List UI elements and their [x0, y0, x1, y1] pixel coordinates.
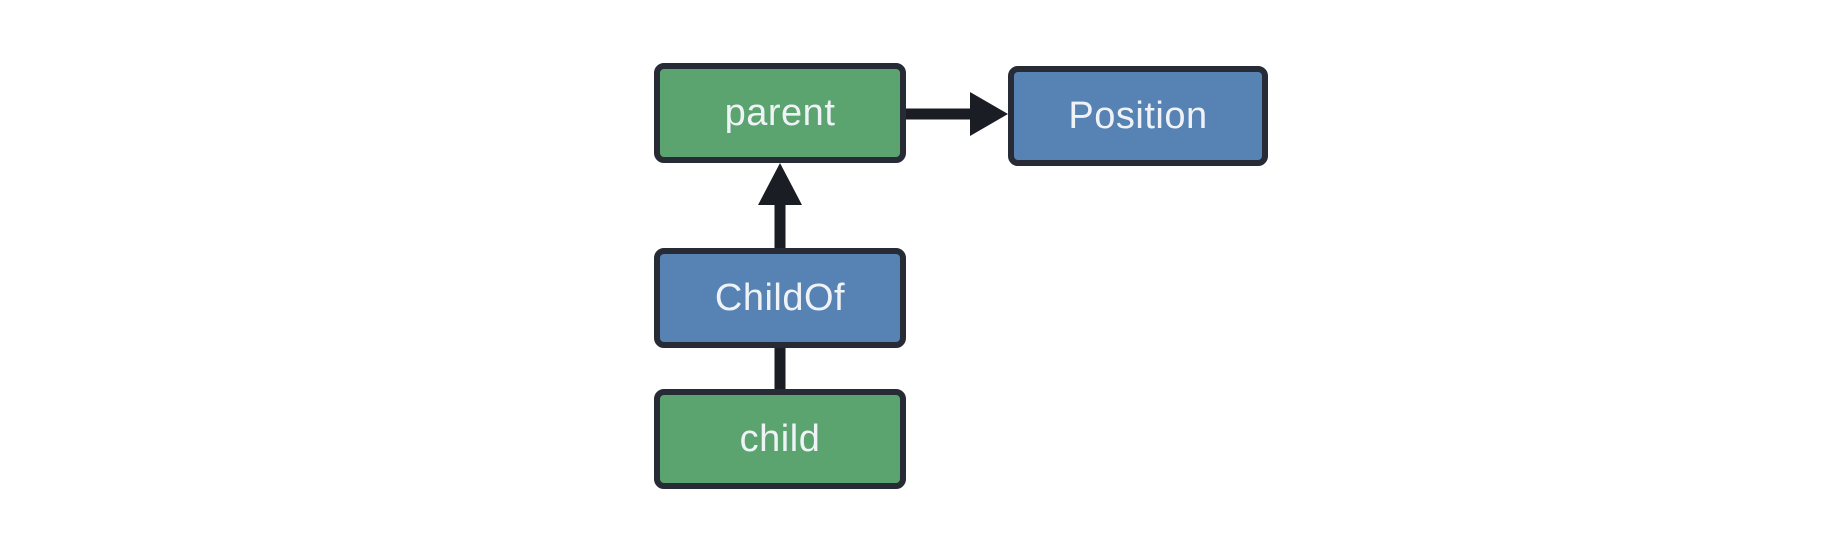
node-position-label: Position	[1068, 94, 1208, 137]
edge-parent-to-position	[906, 92, 1008, 136]
node-child: child	[654, 389, 906, 489]
node-position: Position	[1008, 66, 1268, 166]
edge-childof-to-parent	[758, 163, 802, 248]
node-childof-label: ChildOf	[714, 276, 846, 319]
node-parent-label: parent	[724, 91, 836, 134]
node-parent: parent	[654, 63, 906, 163]
node-child-label: child	[739, 417, 821, 460]
node-childof: ChildOf	[654, 248, 906, 348]
arrowhead-right-icon	[970, 92, 1008, 136]
arrowhead-up-icon	[758, 163, 802, 205]
